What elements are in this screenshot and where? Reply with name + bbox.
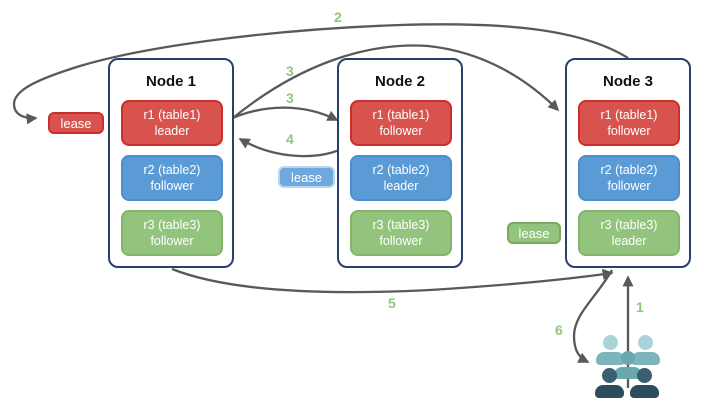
replica-role: leader [611, 234, 647, 248]
replica-role: leader [154, 124, 190, 138]
users-icon [595, 331, 695, 398]
arrow-step3-node1-to-node2 [227, 106, 339, 122]
replica-role: follower [607, 124, 651, 138]
node-1-title: Node 1 [145, 73, 196, 90]
replica-range: r2 (table2) [143, 162, 201, 177]
arrow-step5-node1-to-node3 [171, 267, 614, 294]
step-label-6: 6 [555, 322, 563, 338]
step-label-3b: 3 [286, 90, 294, 106]
replica-role: leader [383, 179, 419, 193]
node1-replica-r2-follower: r2 (table2) follower [121, 155, 223, 201]
replica-range: r3 (table3) [143, 217, 201, 232]
replica-role: follower [607, 179, 651, 193]
node3-replica-r1-follower: r1 (table1) follower [578, 100, 680, 146]
lease-badge-r3: lease [507, 222, 561, 244]
step-label-3a: 3 [286, 63, 294, 79]
replica-role: follower [379, 234, 423, 248]
node1-replica-r3-follower: r3 (table3) follower [121, 210, 223, 256]
node2-replica-r2-leader: r2 (table2) leader [350, 155, 452, 201]
replica-range: r1 (table1) [600, 107, 658, 122]
replica-role: follower [379, 124, 423, 138]
arrow-step3-node1-to-node3 [227, 44, 560, 123]
lease-badge-r1: lease [48, 112, 104, 134]
replica-range: r3 (table3) [372, 217, 430, 232]
replica-role: follower [150, 179, 194, 193]
node1-replica-r1-leader: r1 (table1) leader [121, 100, 223, 146]
step-label-5: 5 [388, 295, 396, 311]
node-3: Node 3 r1 (table1) follower r2 (table2) … [565, 58, 691, 268]
lease-badge-r2: lease [278, 166, 335, 188]
step-label-1: 1 [636, 299, 644, 315]
node3-replica-r3-leader: r3 (table3) leader [578, 210, 680, 256]
node2-replica-r3-follower: r3 (table3) follower [350, 210, 452, 256]
replica-range: r1 (table1) [372, 107, 430, 122]
replica-range: r3 (table3) [600, 217, 658, 232]
replica-range: r2 (table2) [372, 162, 430, 177]
node2-replica-r1-follower: r1 (table1) follower [350, 100, 452, 146]
node3-replica-r2-follower: r2 (table2) follower [578, 155, 680, 201]
replica-range: r1 (table1) [143, 107, 201, 122]
arrow-step6-node3-to-users [572, 269, 613, 364]
step-label-4: 4 [286, 131, 294, 147]
node-1: Node 1 r1 (table1) leader r2 (table2) fo… [108, 58, 234, 268]
node-2: Node 2 r1 (table1) follower r2 (table2) … [337, 58, 463, 268]
node-2-title: Node 2 [374, 73, 425, 90]
step-label-2: 2 [334, 9, 342, 25]
node-3-title: Node 3 [602, 73, 653, 90]
arrow-step2-node3-to-lease1 [12, 23, 629, 125]
replica-range: r2 (table2) [600, 162, 658, 177]
replica-role: follower [150, 234, 194, 248]
